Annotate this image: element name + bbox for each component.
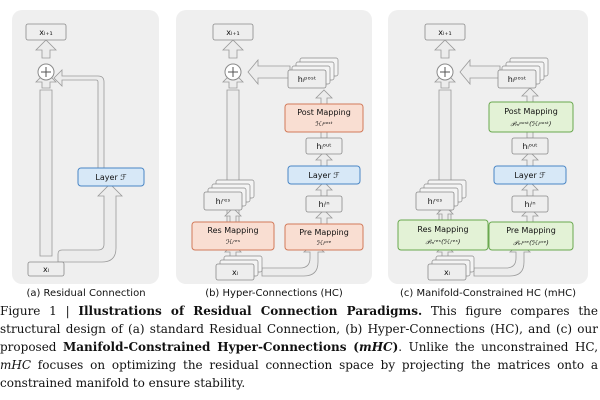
panel-b-arrow-layer-to-hout xyxy=(315,151,333,167)
panel-a-return-arrow xyxy=(53,69,105,169)
panel-c-h-post-stack: hₗᵖᵒˢᵗ xyxy=(497,57,549,89)
panel-c-plus-node xyxy=(436,63,454,81)
panel-c-res-mapping-box: Res Mapping 𝒫ₘʳᵉˢ(ℋₗʳᵉˢ) xyxy=(397,219,489,251)
svg-text:hₗᵒᵘᵗ: hₗᵒᵘᵗ xyxy=(316,142,331,151)
panel-b-arrow-pre-to-hin xyxy=(315,209,333,225)
svg-text:Pre Mapping: Pre Mapping xyxy=(506,226,556,235)
panel-b-h-out-node: hₗᵒᵘᵗ xyxy=(305,137,343,155)
svg-text:Post Mapping: Post Mapping xyxy=(297,108,351,117)
panel-b-arrow-res-to-hres xyxy=(224,207,242,223)
svg-text:𝒫ₘᵖʳᵉ(ℋₗᵖʳᵉ): 𝒫ₘᵖʳᵉ(ℋₗᵖʳᵉ) xyxy=(513,239,549,247)
panel-b-arrow-post-to-hpost xyxy=(315,89,333,105)
caption-title: Illustrations of Residual Connection Par… xyxy=(78,304,423,318)
panel-a-plus-node xyxy=(37,63,55,81)
svg-text:Layer ℱ: Layer ℱ xyxy=(95,173,126,182)
panel-c-post-return-arrow xyxy=(459,58,501,86)
svg-text:Res Mapping: Res Mapping xyxy=(417,225,468,234)
panel-b-h-in-node: hₗⁱⁿ xyxy=(305,195,343,213)
panel-c-top-node: xₗ₊₁ xyxy=(424,23,466,41)
panel-c-arrow-layer-to-hout xyxy=(521,151,539,167)
svg-text:hₗⁱⁿ: hₗⁱⁿ xyxy=(318,200,329,209)
figure-caption: Figure 1 | Illustrations of Residual Con… xyxy=(0,302,598,392)
caption-bold-paren-open: ( xyxy=(346,340,359,354)
svg-text:Layer ℱ: Layer ℱ xyxy=(308,171,339,180)
panel-c-arrow-hin-to-layer xyxy=(521,181,539,197)
svg-text:Post Mapping: Post Mapping xyxy=(504,107,558,116)
svg-text:xₗ: xₗ xyxy=(444,268,450,277)
panel-a-top-node: xₗ₊₁ xyxy=(25,23,67,41)
panel-a-arrow-to-top xyxy=(35,39,57,59)
caption-bold-paren-close: ) xyxy=(392,340,399,354)
panel-b-arrow-to-top xyxy=(222,39,244,59)
svg-text:ℋₗᵖʳᵉ: ℋₗᵖʳᵉ xyxy=(317,239,332,247)
svg-text:ℋₗʳᵉˢ: ℋₗʳᵉˢ xyxy=(226,238,241,246)
panel-a-layer-box: Layer ℱ xyxy=(77,167,145,187)
caption-text-2: . Unlike the unconstrained HC, xyxy=(398,340,599,354)
panel-b-h-res-stack: hₗʳᵉˢ xyxy=(203,179,255,211)
svg-text:xₗ: xₗ xyxy=(232,268,238,277)
figure-diagram: xₗ₊₁ Layer ℱ xₗ xyxy=(12,10,588,299)
panel-b-plus-node xyxy=(224,63,242,81)
svg-text:Res Mapping: Res Mapping xyxy=(207,226,258,235)
panel-b-arrow-hin-to-layer xyxy=(315,181,333,197)
svg-text:hₗᵒᵘᵗ: hₗᵒᵘᵗ xyxy=(522,142,537,151)
panel-c-layer-box: Layer ℱ xyxy=(493,165,567,185)
panel-c-pre-mapping-box: Pre Mapping 𝒫ₘᵖʳᵉ(ℋₗᵖʳᵉ) xyxy=(488,221,574,251)
svg-text:Pre Mapping: Pre Mapping xyxy=(299,228,349,237)
svg-text:xₗ₊₁: xₗ₊₁ xyxy=(438,28,452,37)
panel-b-label: (b) Hyper-Connections (HC) xyxy=(205,288,343,299)
panel-a-branch-arrow xyxy=(57,183,123,263)
caption-figure-label: Figure 1 | xyxy=(0,304,79,318)
panel-b-top-node: xₗ₊₁ xyxy=(212,23,254,41)
panel-b-pre-mapping-box: Pre Mapping ℋₗᵖʳᵉ xyxy=(284,223,364,251)
svg-text:hₗᵖᵒˢᵗ: hₗᵖᵒˢᵗ xyxy=(508,75,526,84)
panel-b-post-return-arrow xyxy=(247,58,291,86)
svg-text:𝒫ₘᵖᵒˢᵗ(ℋₗᵖᵒˢᵗ): 𝒫ₘᵖᵒˢᵗ(ℋₗᵖᵒˢᵗ) xyxy=(511,120,552,128)
caption-text-3: focuses on optimizing the residual conne… xyxy=(0,358,598,390)
panel-b-h-post-stack: hₗᵖᵒˢᵗ xyxy=(287,57,339,89)
caption-abbrev: mHC xyxy=(0,358,32,372)
panel-c-arrow-post-to-hpost xyxy=(521,87,539,103)
panel-c-input-stack: xₗ xyxy=(427,255,475,281)
panel-c: xₗ₊₁ hₗᵖᵒˢᵗ Post Mapping 𝒫ₘᵖᵒˢᵗ(ℋₗᵖᵒˢᵗ) … xyxy=(388,10,588,284)
svg-text:xₗ₊₁: xₗ₊₁ xyxy=(39,28,53,37)
panel-a: xₗ₊₁ Layer ℱ xₗ xyxy=(12,10,159,284)
panel-b: xₗ₊₁ hₗᵖᵒˢᵗ Post Mapping ℋₗᵖᵒˢᵗ hₗᵒᵘᵗ La… xyxy=(176,10,372,284)
svg-text:ℋₗᵖᵒˢᵗ: ℋₗᵖᵒˢᵗ xyxy=(315,120,332,128)
panel-a-background xyxy=(12,10,159,284)
svg-text:hₗᵖᵒˢᵗ: hₗᵖᵒˢᵗ xyxy=(298,75,316,84)
panel-c-h-res-stack: hₗʳᵉˢ xyxy=(415,179,467,211)
panel-c-h-in-node: hₗⁱⁿ xyxy=(511,195,549,213)
panel-c-post-mapping-box: Post Mapping 𝒫ₘᵖᵒˢᵗ(ℋₗᵖᵒˢᵗ) xyxy=(488,101,574,133)
caption-bold-term: Manifold-Constrained Hyper-Connections xyxy=(63,340,347,354)
svg-text:𝒫ₘʳᵉˢ(ℋₗʳᵉˢ): 𝒫ₘʳᵉˢ(ℋₗʳᵉˢ) xyxy=(426,238,461,246)
panel-b-layer-box: Layer ℱ xyxy=(287,165,361,185)
caption-text-1: This figure compares the structural desi… xyxy=(0,304,598,354)
panel-b-post-mapping-box: Post Mapping ℋₗᵖᵒˢᵗ xyxy=(284,103,364,133)
panel-b-input-stack: xₗ xyxy=(215,255,263,281)
panel-a-main-trunk xyxy=(39,89,53,257)
panel-c-h-out-node: hₗᵒᵘᵗ xyxy=(511,137,549,155)
panel-a-input-node: xₗ xyxy=(27,261,65,277)
panel-c-arrow-to-top xyxy=(434,39,456,59)
panel-a-label: (a) Residual Connection xyxy=(26,288,145,299)
svg-text:hₗʳᵉˢ: hₗʳᵉˢ xyxy=(216,197,231,206)
panel-c-label: (c) Manifold-Constrained HC (mHC) xyxy=(400,288,576,299)
panel-b-res-mapping-box: Res Mapping ℋₗʳᵉˢ xyxy=(191,221,275,251)
svg-text:hₗⁱⁿ: hₗⁱⁿ xyxy=(524,200,535,209)
svg-text:Layer ℱ: Layer ℱ xyxy=(514,171,545,180)
svg-text:hₗʳᵉˢ: hₗʳᵉˢ xyxy=(428,197,443,206)
svg-text:xₗ₊₁: xₗ₊₁ xyxy=(226,28,240,37)
caption-bold-abbrev: mHC xyxy=(359,340,393,354)
svg-text:xₗ: xₗ xyxy=(43,265,49,274)
